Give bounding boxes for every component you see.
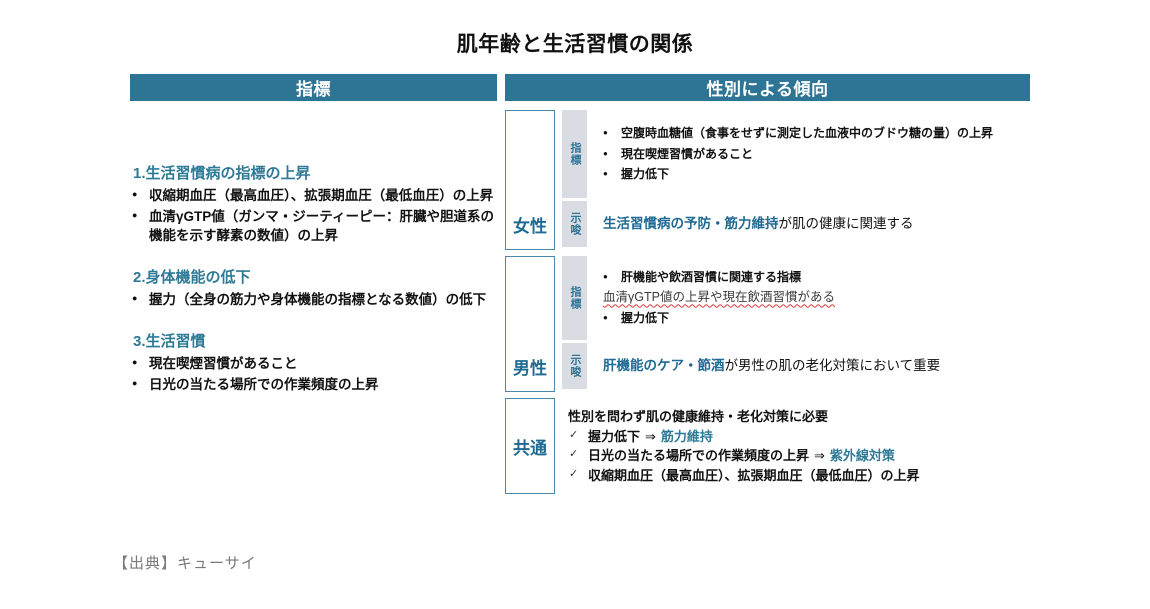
section-heading-2: 2.身体機能の低下 <box>133 268 251 286</box>
female-indicator-item: 現在喫煙習慣があること <box>603 146 1033 163</box>
common-body: 性別を問わず肌の健康維持・老化対策に必要 握力低下⇒筋力維持 日光の当たる場所で… <box>564 398 1033 494</box>
male-indicator-subtext-wrap: 血清γGTP値の上昇や現在飲酒習慣がある <box>603 288 1033 308</box>
common-list-item: 収縮期血圧（最高血圧）、拡張期血圧（最低血圧）の上昇 <box>568 466 1033 486</box>
indicator-list-item: 血清γGTP値（ガンマ・ジーティーピー：肝臓や胆道系の機能を示す酵素の数値）の上… <box>130 207 500 246</box>
gender-label-male: 男性 <box>505 256 555 392</box>
male-indicator-subtext: 血清γGTP値の上昇や現在飲酒習慣がある <box>603 290 835 305</box>
common-item-cause: 日光の当たる場所での作業頻度の上昇 <box>588 448 810 463</box>
tag-suggestion-male-text: 示唆 <box>569 354 581 378</box>
column-header-gender-trends-label: 性別による傾向 <box>706 80 829 99</box>
male-indicator-item: 肝機能や飲酒習慣に関連する指標 <box>603 269 1033 286</box>
column-header-gender-trends: 性別による傾向 <box>505 74 1030 101</box>
male-suggestion-highlight: 肝機能のケア・節酒 <box>603 357 725 373</box>
gender-group-female-body: 指標 空腹時血糖値（食事をせずに測定した血液中のブドウ糖の量）の上昇 現在喫煙習… <box>562 110 1033 250</box>
common-list-item: 握力低下⇒筋力維持 <box>568 427 1033 447</box>
male-indicator-content: 肝機能や飲酒習慣に関連する指標 血清γGTP値の上昇や現在飲酒習慣がある 握力低… <box>587 256 1033 340</box>
arrow-icon: ⇒ <box>814 448 825 463</box>
tag-indicator-female: 指標 <box>562 110 587 198</box>
male-suggestion-rest: が男性の肌の老化対策において重要 <box>724 357 941 373</box>
common-item-result: 筋力維持 <box>660 428 713 444</box>
female-suggestion-content: 生活習慣病の予防・筋力維持が肌の健康に関連する <box>587 201 1033 247</box>
male-suggestion-row: 示唆 肝機能のケア・節酒が男性の肌の老化対策において重要 <box>562 343 1033 389</box>
gender-group-male: 男性 指標 肝機能や飲酒習慣に関連する指標 血清γGTP値の上昇や現在飲酒習慣が… <box>505 256 1033 392</box>
common-item-cause: 収縮期血圧（最高血圧）、拡張期血圧（最低血圧）の上昇 <box>588 467 920 483</box>
common-item-cause: 握力低下 <box>588 428 641 444</box>
gender-label-female-text: 女性 <box>513 217 547 236</box>
female-suggestion-row: 示唆 生活習慣病の予防・筋力維持が肌の健康に関連する <box>562 201 1033 247</box>
tag-indicator-male: 指標 <box>562 256 587 340</box>
arrow-icon: ⇒ <box>645 428 656 444</box>
common-label: 共通 <box>505 398 555 494</box>
female-indicator-item: 握力低下 <box>603 166 1033 183</box>
source-footer: 【出典】キューサイ <box>113 555 257 572</box>
column-header-indicators-label: 指標 <box>296 80 331 99</box>
tag-suggestion-female: 示唆 <box>562 201 587 247</box>
common-item-result: 紫外線対策 <box>829 448 895 463</box>
common-list-item: 日光の当たる場所での作業頻度の上昇 ⇒ 紫外線対策 <box>568 446 1033 466</box>
female-indicator-content: 空腹時血糖値（食事をせずに測定した血液中のブドウ糖の量）の上昇 現在喫煙習慣があ… <box>587 110 1033 198</box>
section-heading-3: 3.生活習慣 <box>133 332 206 350</box>
tag-indicator-female-text: 指標 <box>569 142 581 166</box>
female-suggestion-rest: が肌の健康に関連する <box>778 215 914 231</box>
page-title: 肌年齢と生活習慣の関係 <box>456 33 694 56</box>
gender-label-female: 女性 <box>505 110 555 250</box>
female-indicator-item: 空腹時血糖値（食事をせずに測定した血液中のブドウ糖の量）の上昇 <box>603 125 1033 142</box>
gender-label-male-text: 男性 <box>513 359 547 378</box>
tag-suggestion-male: 示唆 <box>562 343 587 389</box>
section-heading-1: 1.生活習慣病の指標の上昇 <box>133 165 311 182</box>
common-label-text: 共通 <box>513 438 547 458</box>
group-common: 共通 性別を問わず肌の健康維持・老化対策に必要 握力低下⇒筋力維持 日光の当たる… <box>505 398 1033 494</box>
female-suggestion-text: 生活習慣病の予防・筋力維持が肌の健康に関連する <box>603 215 1033 234</box>
male-indicator-item: 握力低下 <box>603 310 1033 327</box>
male-suggestion-content: 肝機能のケア・節酒が男性の肌の老化対策において重要 <box>587 343 1033 389</box>
tag-indicator-male-text: 指標 <box>569 286 581 310</box>
tag-suggestion-female-text: 示唆 <box>569 212 581 236</box>
male-indicator-row: 指標 肝機能や飲酒習慣に関連する指標 血清γGTP値の上昇や現在飲酒習慣がある … <box>562 256 1033 340</box>
female-indicator-row: 指標 空腹時血糖値（食事をせずに測定した血液中のブドウ糖の量）の上昇 現在喫煙習… <box>562 110 1033 198</box>
indicators-column: 1.生活習慣病の指標の上昇 収縮期血圧（最高血圧）、拡張期血圧（最低血圧）の上昇… <box>130 108 500 395</box>
male-suggestion-text: 肝機能のケア・節酒が男性の肌の老化対策において重要 <box>603 357 1033 376</box>
indicator-list-item: 現在喫煙習慣があること <box>130 354 500 374</box>
indicator-list-item: 握力（全身の筋力や身体機能の指標となる数値）の低下 <box>130 290 500 310</box>
gender-group-female: 女性 指標 空腹時血糖値（食事をせずに測定した血液中のブドウ糖の量）の上昇 現在… <box>505 110 1033 250</box>
gender-group-male-body: 指標 肝機能や飲酒習慣に関連する指標 血清γGTP値の上昇や現在飲酒習慣がある … <box>562 256 1033 392</box>
column-header-indicators: 指標 <box>130 74 497 101</box>
indicator-list-item: 収縮期血圧（最高血圧）、拡張期血圧（最低血圧）の上昇 <box>130 186 500 206</box>
female-suggestion-highlight: 生活習慣病の予防・筋力維持 <box>603 215 779 231</box>
indicator-list-item: 日光の当たる場所での作業頻度の上昇 <box>130 375 500 395</box>
common-heading: 性別を問わず肌の健康維持・老化対策に必要 <box>568 409 829 424</box>
gender-trends-column: 女性 指標 空腹時血糖値（食事をせずに測定した血液中のブドウ糖の量）の上昇 現在… <box>505 110 1033 500</box>
